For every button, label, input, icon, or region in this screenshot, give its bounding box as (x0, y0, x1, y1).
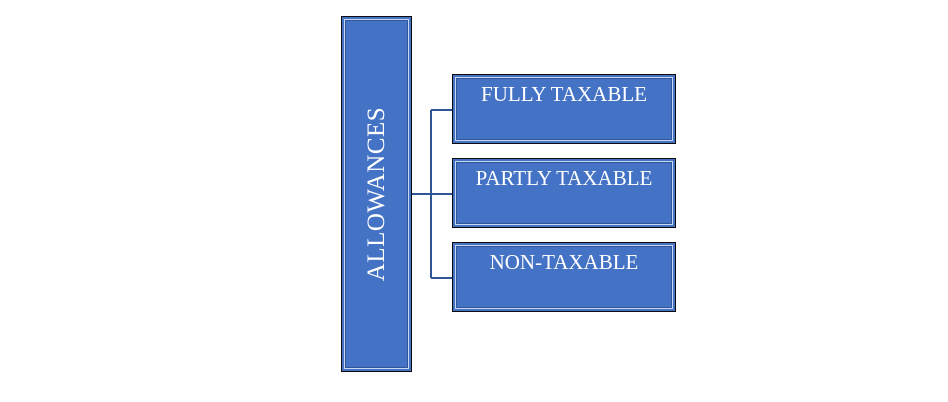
child-node-label: PARTLY TAXABLE (475, 166, 653, 190)
child-node-fully-taxable: FULLY TAXABLE (452, 74, 676, 144)
child-node-partly-taxable: PARTLY TAXABLE (452, 158, 676, 228)
child-node-non-taxable: NON-TAXABLE (452, 242, 676, 312)
child-node-label: NON-TAXABLE (489, 250, 639, 274)
root-node-allowances: ALLOWANCES (341, 16, 412, 372)
child-node-label: FULLY TAXABLE (481, 82, 647, 106)
root-node-label: ALLOWANCES (362, 106, 390, 282)
